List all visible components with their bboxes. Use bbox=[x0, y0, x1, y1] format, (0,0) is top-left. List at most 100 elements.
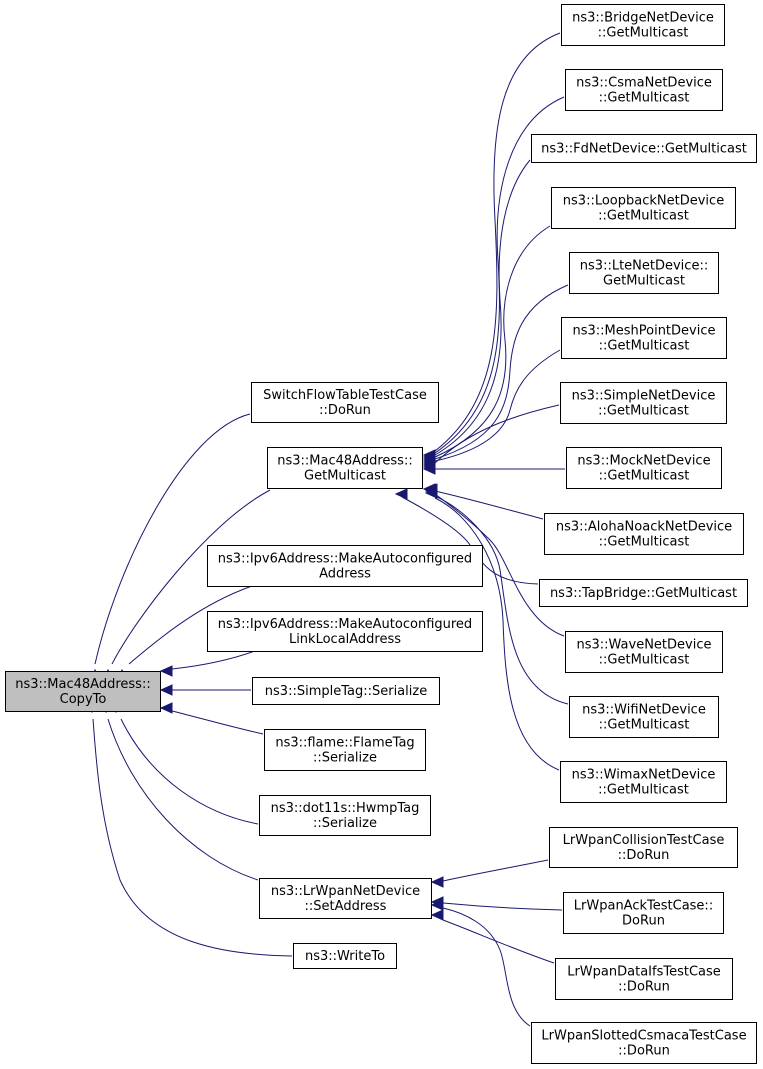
node-lte[interactable]: ns3::LteNetDevice::GetMulticast bbox=[569, 252, 719, 294]
edge-line bbox=[434, 490, 544, 520]
node-lrcollision[interactable]: LrWpanCollisionTestCase::DoRun bbox=[549, 827, 738, 868]
arrowhead-icon bbox=[159, 702, 173, 714]
edge-line bbox=[434, 493, 565, 637]
node-label-line: ns3::FdNetDevice::GetMulticast bbox=[541, 142, 747, 157]
node-writeto[interactable]: ns3::WriteTo bbox=[293, 943, 397, 969]
edge-lrwpansetaddr-to-copyto bbox=[100, 700, 259, 881]
node-aloha[interactable]: ns3::AlohaNoackNetDevice::GetMulticast bbox=[544, 513, 744, 555]
node-lrack[interactable]: LrWpanAckTestCase::DoRun bbox=[563, 892, 724, 934]
node-box bbox=[252, 677, 440, 705]
node-label-line: ::DoRun bbox=[618, 848, 670, 863]
node-box bbox=[264, 729, 426, 771]
node-box bbox=[563, 892, 724, 934]
node-tapbridge[interactable]: ns3::TapBridge::GetMulticast bbox=[539, 579, 748, 607]
node-label-line: ns3::Mac48Address:: bbox=[15, 677, 150, 692]
node-box bbox=[555, 958, 733, 1000]
node-lrwpansetaddr[interactable]: ns3::LrWpanNetDevice::SetAddress bbox=[259, 878, 432, 919]
node-csma[interactable]: ns3::CsmaNetDevice::GetMulticast bbox=[565, 69, 723, 111]
node-box bbox=[560, 761, 727, 803]
node-label-line: ns3::MeshPointDevice bbox=[572, 324, 715, 339]
node-label-line: ns3::CsmaNetDevice bbox=[576, 76, 712, 91]
node-box bbox=[5, 671, 161, 712]
node-box bbox=[551, 187, 736, 229]
node-loopback[interactable]: ns3::LoopbackNetDevice::GetMulticast bbox=[551, 187, 736, 229]
edge-line bbox=[434, 404, 560, 464]
node-label-line: LrWpanAckTestCase:: bbox=[574, 899, 713, 914]
edges-layer bbox=[86, 32, 569, 1027]
edge-simplenet-to-getmulticast bbox=[422, 404, 560, 473]
node-meshpoint[interactable]: ns3::MeshPointDevice::GetMulticast bbox=[561, 317, 727, 359]
arrowhead-icon bbox=[159, 665, 173, 677]
node-label-line: ::GetMulticast bbox=[598, 26, 689, 41]
node-simpletag[interactable]: ns3::SimpleTag::Serialize bbox=[252, 677, 440, 705]
node-label-line: ::GetMulticast bbox=[598, 404, 689, 419]
node-box bbox=[267, 447, 423, 489]
node-label-line: ::GetMulticast bbox=[599, 469, 690, 484]
edge-line bbox=[120, 718, 259, 825]
node-wave[interactable]: ns3::WaveNetDevice::GetMulticast bbox=[565, 631, 723, 673]
node-box bbox=[531, 134, 757, 163]
edge-line bbox=[434, 497, 560, 771]
node-label-line: ns3::WaveNetDevice bbox=[576, 638, 711, 653]
node-box bbox=[569, 696, 719, 738]
node-getmulticast[interactable]: ns3::Mac48Address::GetMulticast bbox=[267, 447, 423, 489]
node-ipv6linklocal[interactable]: ns3::Ipv6Address::MakeAutoconfiguredLink… bbox=[207, 611, 483, 652]
node-copyto[interactable]: ns3::Mac48Address::CopyTo bbox=[5, 671, 161, 712]
node-label-line: ns3::AlohaNoackNetDevice bbox=[556, 520, 732, 535]
edge-line bbox=[434, 225, 551, 458]
edge-line bbox=[171, 650, 256, 670]
edge-line bbox=[442, 919, 555, 964]
edge-lrack-to-lrwpansetaddr bbox=[430, 896, 563, 911]
node-label-line: ns3::TapBridge::GetMulticast bbox=[550, 586, 737, 601]
node-label-line: ::DoRun bbox=[618, 1044, 670, 1059]
node-label-line: ns3::MockNetDevice bbox=[577, 454, 710, 469]
node-hwmptag[interactable]: ns3::dot11s::HwmpTag::Serialize bbox=[259, 795, 431, 836]
node-label-line: ns3::LoopbackNetDevice bbox=[563, 194, 724, 209]
arrowhead-icon bbox=[430, 876, 444, 888]
node-label-line: ::GetMulticast bbox=[599, 718, 690, 733]
node-label-line: Address bbox=[319, 567, 371, 582]
edge-line bbox=[111, 489, 271, 665]
node-bridge[interactable]: ns3::BridgeNetDevice::GetMulticast bbox=[561, 4, 725, 46]
edge-line bbox=[92, 718, 293, 957]
edge-bridge-to-getmulticast bbox=[422, 32, 561, 461]
node-switchflow[interactable]: SwitchFlowTableTestCase::DoRun bbox=[251, 382, 439, 423]
node-label-line: DoRun bbox=[622, 914, 665, 929]
edge-line bbox=[434, 349, 561, 462]
node-label-line: ns3::Ipv6Address::MakeAutoconfigured bbox=[218, 617, 472, 632]
node-lrdataifs[interactable]: LrWpanDataIfsTestCase::DoRun bbox=[555, 958, 733, 1000]
node-label-line: GetMulticast bbox=[603, 274, 685, 289]
node-label-line: ::SetAddress bbox=[305, 899, 387, 914]
arrowhead-icon bbox=[394, 488, 408, 500]
node-ipv6auto[interactable]: ns3::Ipv6Address::MakeAutoconfiguredAddr… bbox=[207, 545, 483, 587]
edge-hwmptag-to-copyto bbox=[110, 700, 259, 825]
node-lrslotted[interactable]: LrWpanSlottedCsmacaTestCase::DoRun bbox=[531, 1022, 757, 1064]
node-flametag[interactable]: ns3::flame::FlameTag::Serialize bbox=[264, 729, 426, 771]
node-box bbox=[251, 382, 439, 423]
node-label-line: GetMulticast bbox=[304, 469, 386, 484]
node-mock[interactable]: ns3::MockNetDevice::GetMulticast bbox=[566, 447, 722, 489]
edge-line bbox=[94, 413, 251, 665]
node-label-line: ns3::SimpleTag::Serialize bbox=[265, 684, 427, 699]
edge-simpletag-to-copyto bbox=[159, 684, 251, 696]
node-box bbox=[207, 545, 483, 587]
node-box bbox=[531, 1022, 757, 1064]
edge-line bbox=[434, 96, 565, 454]
edge-lrslotted-to-lrwpansetaddr bbox=[430, 899, 531, 1027]
node-simplenet[interactable]: ns3::SimpleNetDevice::GetMulticast bbox=[560, 382, 727, 424]
node-wifi[interactable]: ns3::WifiNetDevice::GetMulticast bbox=[569, 696, 719, 738]
node-label-line: SwitchFlowTableTestCase bbox=[263, 388, 427, 403]
edge-line bbox=[171, 710, 264, 735]
edge-line bbox=[442, 907, 531, 1027]
arrowhead-icon bbox=[430, 899, 444, 911]
node-wimax[interactable]: ns3::WimaxNetDevice::GetMulticast bbox=[560, 761, 727, 803]
node-label-line: CopyTo bbox=[60, 692, 107, 707]
node-fd[interactable]: ns3::FdNetDevice::GetMulticast bbox=[531, 134, 757, 163]
node-label-line: ns3::SimpleNetDevice bbox=[572, 389, 716, 404]
node-label-line: ::GetMulticast bbox=[599, 91, 690, 106]
node-label-line: LinkLocalAddress bbox=[289, 632, 401, 647]
node-label-line: ::GetMulticast bbox=[599, 535, 690, 550]
node-box bbox=[259, 878, 432, 919]
edge-wimax-to-getmulticast bbox=[424, 487, 560, 771]
